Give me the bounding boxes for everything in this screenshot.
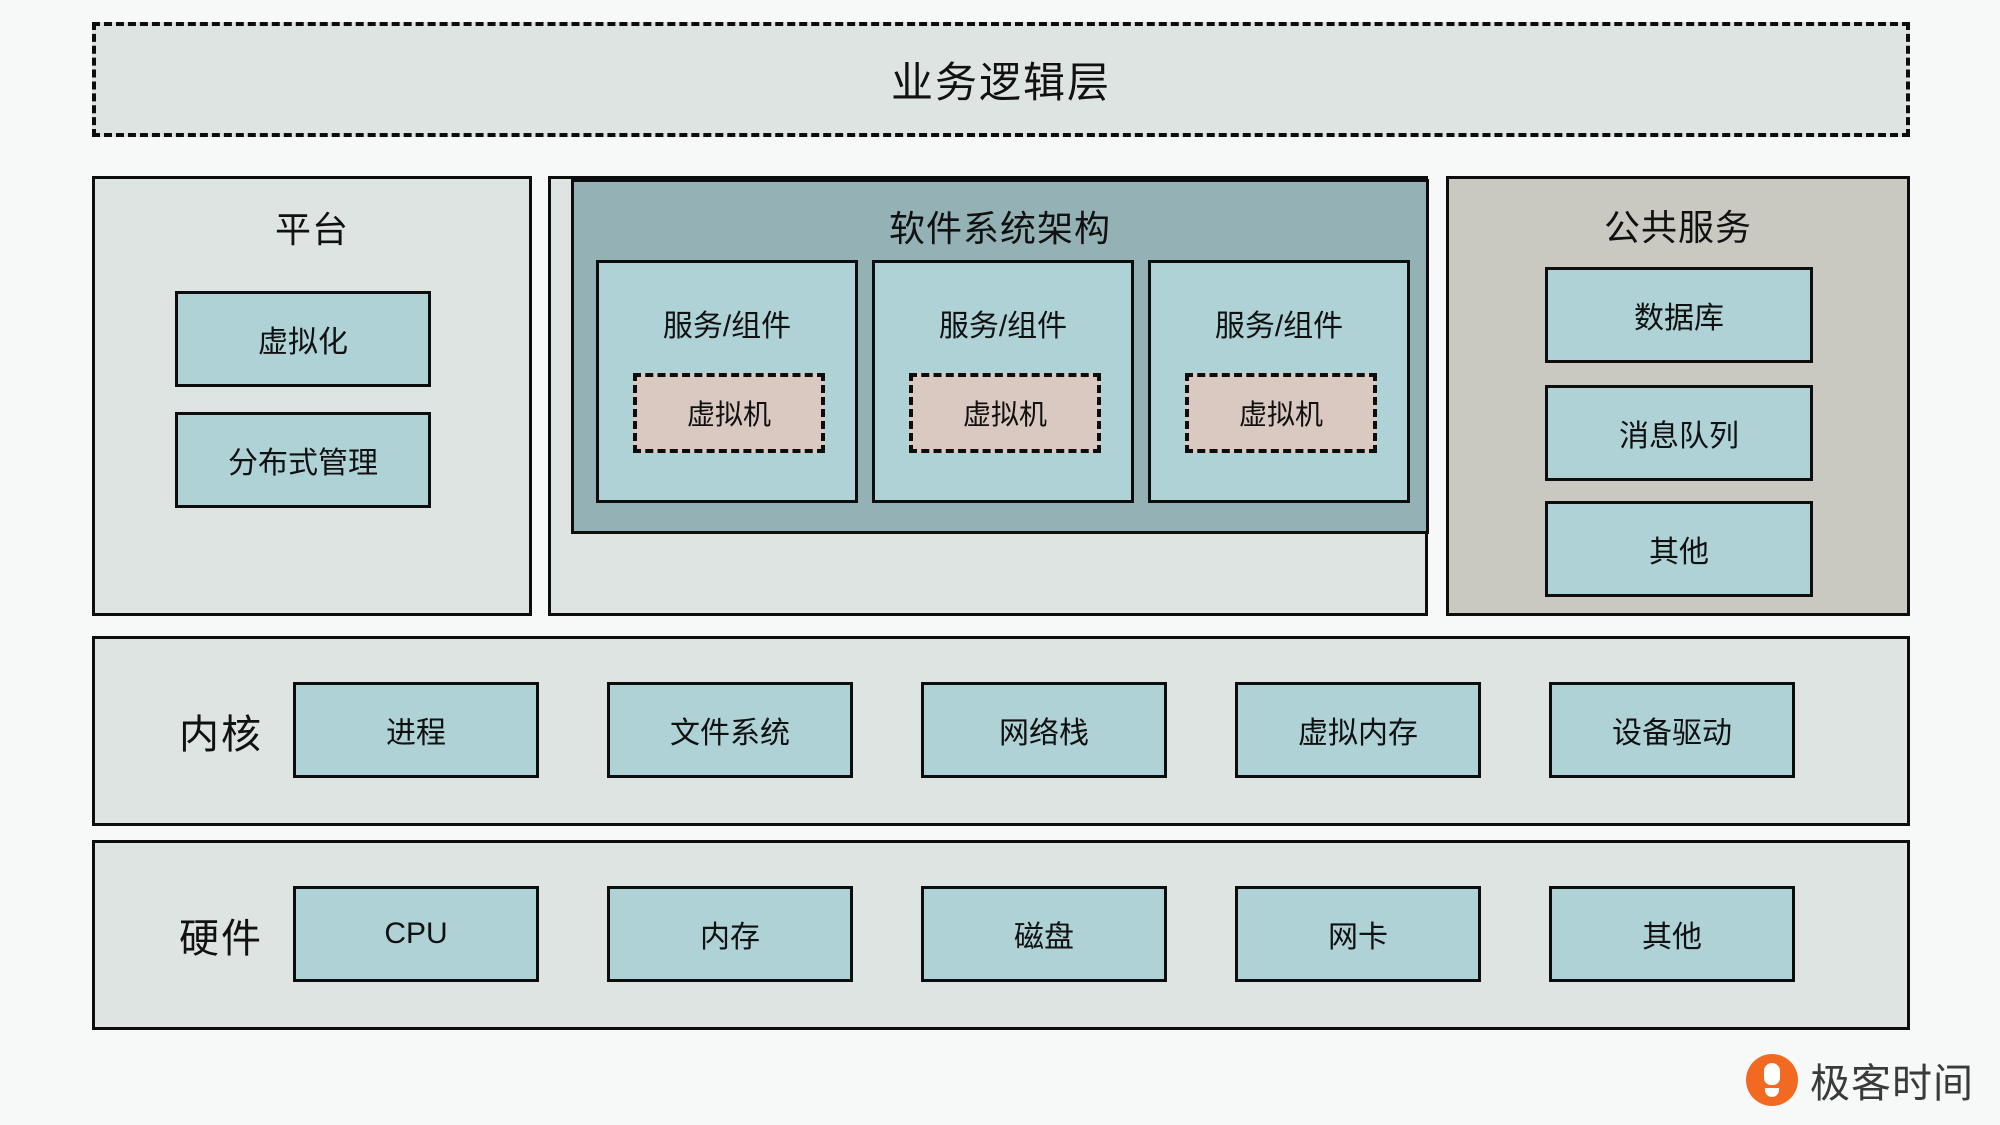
kernel-item-process: 进程 (293, 682, 539, 778)
kernel-item-network-stack: 网络栈 (921, 682, 1167, 778)
service-component-label: 服务/组件 (662, 310, 792, 343)
service-component-box: 服务/组件 虚拟机 (596, 260, 858, 503)
platform-item-virtualization: 虚拟化 (175, 291, 431, 387)
software-architecture-panel: 软件系统架构 服务/组件 虚拟机 服务/组件 虚拟机 服务/组件 虚拟机 (571, 179, 1429, 534)
virtual-machine-box: 虚拟机 (633, 373, 825, 453)
kernel-layer-label: 内核 (179, 713, 263, 757)
hardware-item-other: 其他 (1549, 886, 1795, 982)
geektime-logo-icon (1746, 1054, 1798, 1106)
public-service-item-message-queue: 消息队列 (1545, 385, 1813, 481)
business-logic-layer-banner: 业务逻辑层 (92, 22, 1910, 137)
public-service-item-other: 其他 (1545, 501, 1813, 597)
virtual-machine-label: 虚拟机 (962, 399, 1047, 430)
public-service-item-label: 其他 (1649, 536, 1709, 569)
service-component-label: 服务/组件 (938, 310, 1068, 343)
public-services-panel: 公共服务 数据库 消息队列 其他 (1446, 176, 1910, 616)
virtual-machine-label: 虚拟机 (1238, 399, 1323, 430)
hardware-item-network-card: 网卡 (1235, 886, 1481, 982)
hardware-item-disk: 磁盘 (921, 886, 1167, 982)
kernel-layer-row: 内核 进程 文件系统 网络栈 虚拟内存 设备驱动 (92, 636, 1910, 826)
software-architecture-title: 软件系统架构 (888, 208, 1111, 249)
platform-panel: 平台 虚拟化 分布式管理 (92, 176, 532, 616)
virtual-machine-box: 虚拟机 (909, 373, 1101, 453)
hardware-item-label: 其他 (1642, 921, 1702, 954)
kernel-item-device-driver: 设备驱动 (1549, 682, 1795, 778)
kernel-item-label: 进程 (386, 717, 446, 750)
kernel-item-label: 文件系统 (670, 717, 790, 750)
service-component-box: 服务/组件 虚拟机 (872, 260, 1134, 503)
kernel-item-label: 网络栈 (999, 717, 1089, 750)
kernel-item-virtual-memory: 虚拟内存 (1235, 682, 1481, 778)
watermark: 极客时间 (1746, 1051, 1974, 1109)
hardware-item-label: 内存 (700, 921, 760, 954)
hardware-layer-row: 硬件 CPU 内存 磁盘 网卡 其他 (92, 840, 1910, 1030)
hardware-item-label: CPU (384, 917, 448, 950)
hardware-layer-label: 硬件 (179, 917, 263, 961)
hardware-item-label: 网卡 (1328, 921, 1388, 954)
kernel-item-filesystem: 文件系统 (607, 682, 853, 778)
platform-item-label: 虚拟化 (258, 326, 348, 359)
public-services-title: 公共服务 (1603, 207, 1752, 248)
watermark-label: 极客时间 (1810, 1061, 1974, 1107)
public-service-item-database: 数据库 (1545, 267, 1813, 363)
kernel-item-label: 设备驱动 (1612, 717, 1732, 750)
business-logic-layer-label: 业务逻辑层 (890, 59, 1111, 106)
kernel-item-label: 虚拟内存 (1298, 717, 1418, 750)
platform-item-label: 分布式管理 (228, 447, 378, 480)
public-service-item-label: 数据库 (1634, 302, 1724, 335)
virtual-machine-box: 虚拟机 (1185, 373, 1377, 453)
service-component-label: 服务/组件 (1214, 310, 1344, 343)
hardware-item-memory: 内存 (607, 886, 853, 982)
platform-item-distributed-management: 分布式管理 (175, 412, 431, 508)
software-architecture-outer-panel: 软件系统架构 服务/组件 虚拟机 服务/组件 虚拟机 服务/组件 虚拟机 (548, 176, 1429, 616)
service-component-box: 服务/组件 虚拟机 (1148, 260, 1410, 503)
platform-title: 平台 (274, 209, 349, 250)
hardware-item-cpu: CPU (293, 886, 539, 982)
virtual-machine-label: 虚拟机 (686, 399, 771, 430)
public-service-item-label: 消息队列 (1619, 420, 1739, 453)
hardware-item-label: 磁盘 (1014, 921, 1074, 954)
